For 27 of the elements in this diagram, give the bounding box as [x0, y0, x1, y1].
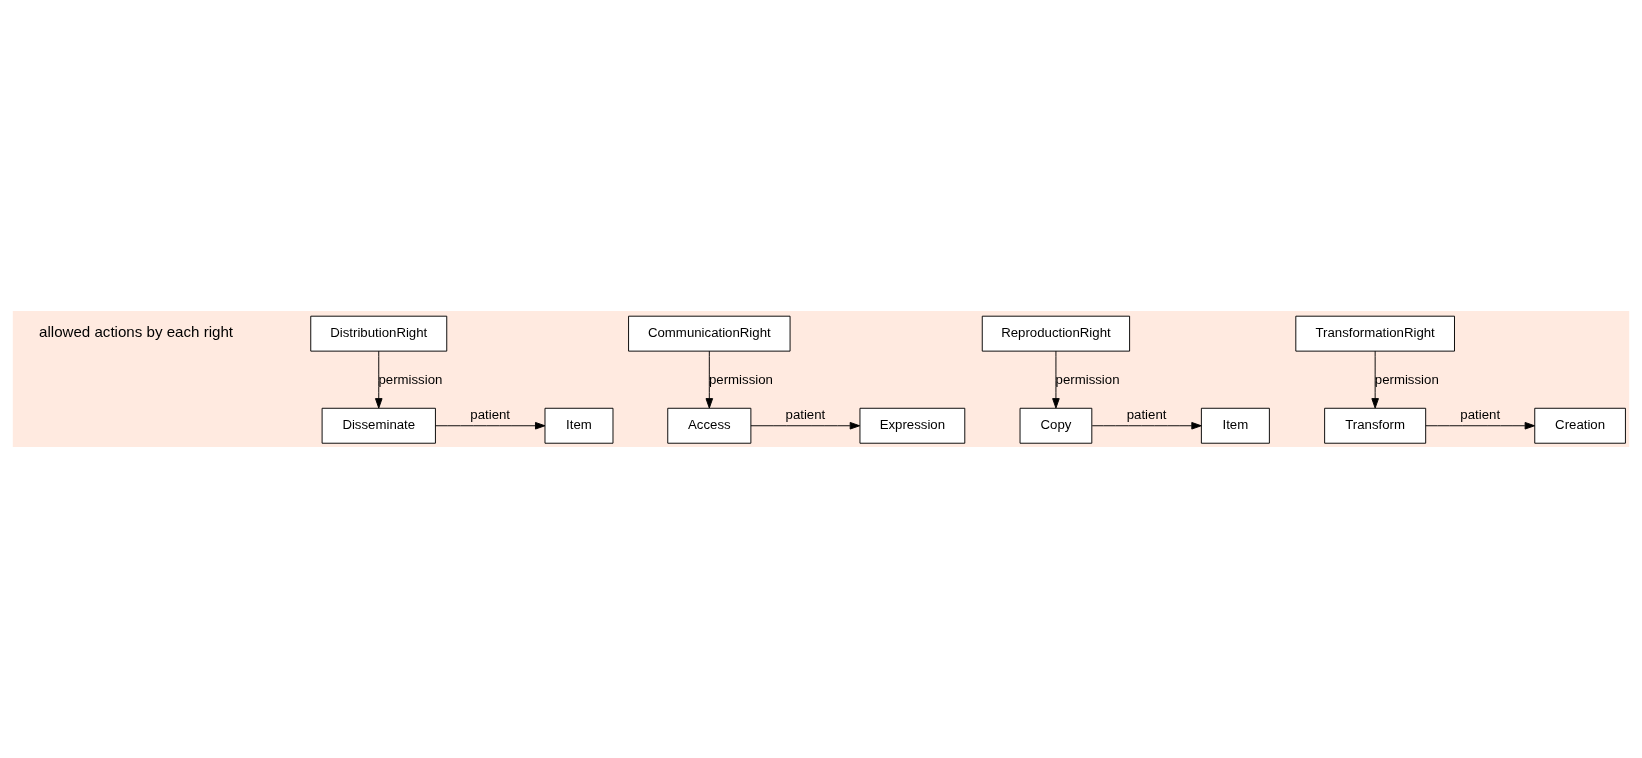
- arrow: [750, 421, 861, 430]
- arrow: [1425, 421, 1536, 430]
- edge-label: patient: [1126, 407, 1167, 423]
- edge-label: permission: [709, 371, 773, 387]
- edge-label: permission: [1055, 371, 1120, 387]
- arrow: [435, 421, 546, 430]
- arrow: [375, 350, 383, 409]
- node-box: DistributionRight: [310, 315, 448, 352]
- node-box: ReproductionRight: [981, 315, 1131, 352]
- arrow: [1052, 350, 1060, 409]
- node-box: Access: [667, 407, 752, 444]
- edge-label: patient: [470, 407, 511, 423]
- node-box: Item: [544, 407, 614, 444]
- node-box: Item: [1200, 407, 1270, 444]
- node-box: Expression: [859, 407, 966, 444]
- edge-label: permission: [1374, 371, 1439, 387]
- arrow: [1091, 421, 1202, 430]
- node-box: Transform: [1324, 407, 1427, 444]
- node-box: CommunicationRight: [628, 315, 791, 352]
- edge-label: permission: [378, 371, 443, 387]
- label: allowed actions by each right: [39, 323, 234, 341]
- edge-label: patient: [1460, 407, 1501, 423]
- node-box: Copy: [1019, 407, 1093, 444]
- node-box: Disseminate: [321, 407, 436, 444]
- node-box: Creation: [1534, 407, 1626, 444]
- edge-label: patient: [785, 407, 826, 423]
- node-box: TransformationRight: [1295, 315, 1455, 352]
